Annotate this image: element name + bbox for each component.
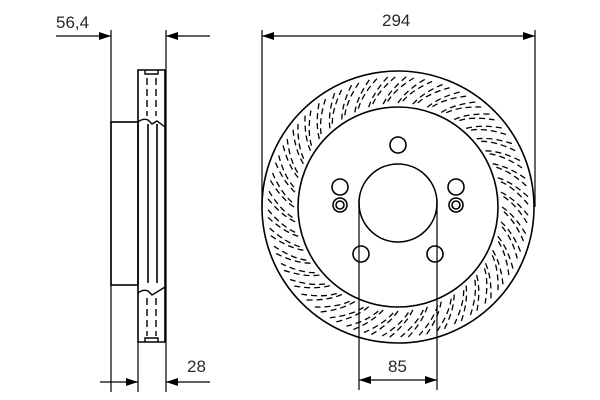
dimension-label-bore: 85 xyxy=(388,357,407,376)
dimension-label-height: 56,4 xyxy=(56,13,90,32)
disc-outer-edge xyxy=(261,70,535,344)
hat-circle xyxy=(297,106,499,308)
dimension-label-diameter: 294 xyxy=(382,11,411,30)
bolt-hole-right xyxy=(447,178,465,196)
disc-ring-bottom xyxy=(137,285,166,343)
side-view xyxy=(56,30,210,392)
dimension-label-thickness: 28 xyxy=(187,357,206,376)
center-bore xyxy=(358,163,438,243)
locating-hole-left-outer xyxy=(332,197,348,213)
bolt-hole-bottom-right xyxy=(426,245,444,263)
hat-profile xyxy=(110,121,139,286)
bolt-hole-left xyxy=(331,178,349,196)
bolt-hole-top xyxy=(389,136,407,154)
front-view xyxy=(261,30,536,390)
locating-hole-right-inner xyxy=(451,200,461,210)
bolt-hole-bottom-left xyxy=(352,245,370,263)
locating-hole-right-outer xyxy=(448,197,464,213)
vent-vanes xyxy=(265,74,531,340)
disc-ring-top xyxy=(137,69,166,122)
locating-hole-left-inner xyxy=(335,200,345,210)
